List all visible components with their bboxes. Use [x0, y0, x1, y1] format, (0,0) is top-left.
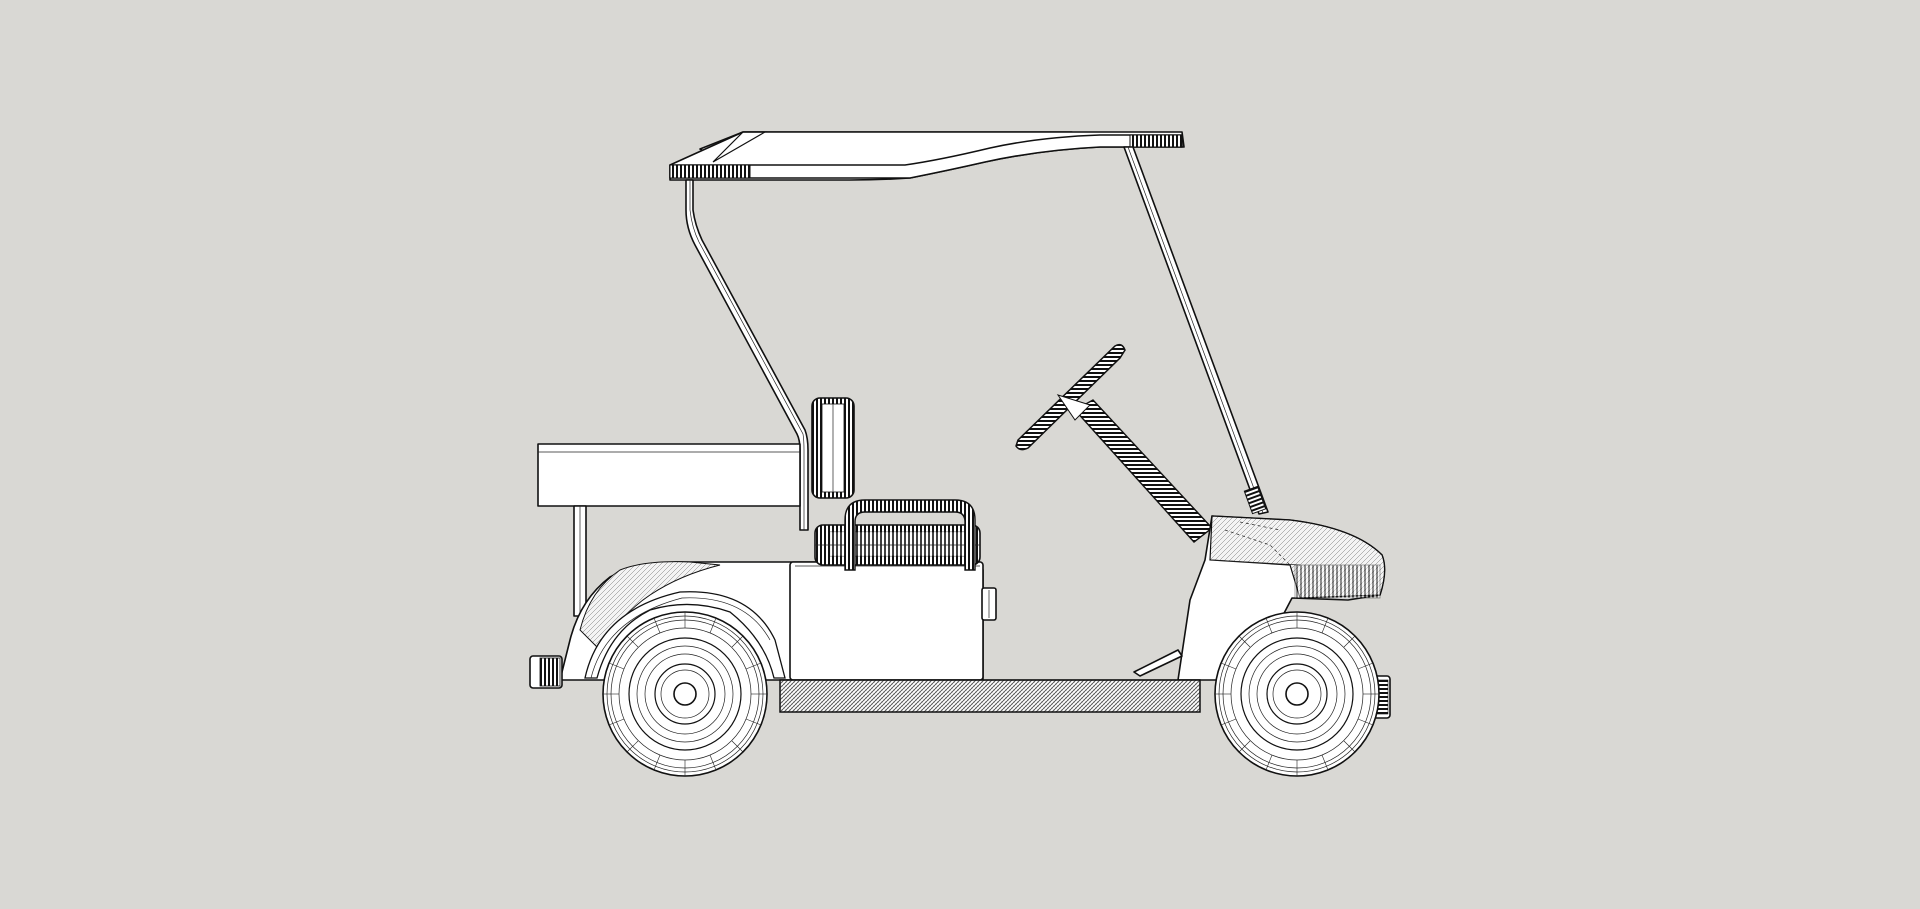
front-cowl-hood	[1177, 515, 1386, 681]
steering-wheel[interactable]	[1015, 343, 1126, 451]
side-handle[interactable]	[981, 587, 997, 621]
seat-cushion[interactable]	[814, 524, 981, 566]
seat-grab-handle[interactable]	[844, 499, 976, 571]
rear-cargo-box[interactable]	[537, 443, 801, 617]
rear-bumper	[529, 655, 563, 689]
front-roof-strut	[1123, 146, 1269, 515]
rear-fender-lip	[584, 591, 786, 679]
floorboard	[779, 679, 1201, 713]
rear-roof-strut	[685, 179, 809, 531]
roof-canopy[interactable]	[669, 131, 1185, 181]
seat-backrest[interactable]	[811, 397, 855, 499]
accelerator-pedal[interactable]	[1133, 649, 1183, 677]
steering-column	[1073, 399, 1214, 543]
front-wheel[interactable]	[1214, 611, 1380, 777]
rear-wheel[interactable]	[602, 611, 768, 777]
